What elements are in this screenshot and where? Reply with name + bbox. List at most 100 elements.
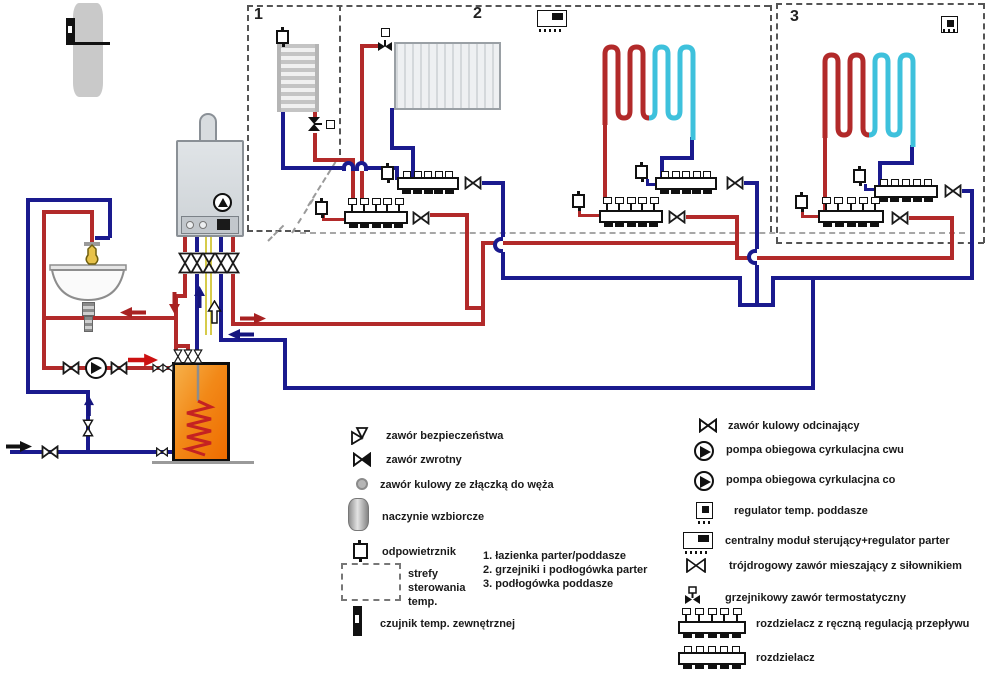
air-vent-icon — [381, 163, 394, 183]
hose-ball-valve-icon — [356, 478, 368, 490]
shutoff-valve-icon[interactable] — [226, 252, 240, 274]
legend-label: strefy sterowania temp. — [408, 568, 466, 608]
boiler-knob[interactable] — [186, 221, 194, 229]
thermostatic-head[interactable] — [326, 120, 335, 129]
sink-trap-lower — [84, 316, 93, 332]
pipe-zone3-feed — [909, 216, 950, 220]
outdoor-sensor-window — [68, 26, 72, 33]
pipe-towel-radiator — [313, 133, 317, 162]
pipe-segment — [186, 344, 190, 350]
pipe-panel-radiator — [360, 44, 364, 198]
boiler-display — [217, 219, 230, 230]
flow-arrow-right — [6, 441, 32, 452]
pipe-dhw-hot — [90, 210, 94, 242]
legend-label: zawór kulowy ze złączką do węża — [380, 479, 554, 491]
pipe-towel-radiator — [313, 108, 317, 118]
shutoff-valve-icon[interactable] — [891, 211, 909, 225]
manifold-zone1-supply — [344, 198, 408, 228]
shutoff-valve-icon[interactable] — [726, 176, 744, 190]
zone-break-mark — [291, 198, 315, 234]
manifold-zone3-supply — [818, 197, 884, 227]
zone12-border-right — [770, 5, 772, 232]
shutoff-valve-icon[interactable] — [110, 361, 128, 375]
pump-icon — [694, 441, 714, 461]
air-vent-icon — [315, 198, 328, 218]
pipe-zone3-coil-supply — [823, 136, 827, 211]
pipe-zone3-feed — [950, 216, 954, 260]
shutoff-valve-icon[interactable] — [668, 210, 686, 224]
module-terminals — [539, 29, 563, 32]
flow-arrow-up — [194, 286, 205, 308]
vent-stub — [864, 184, 867, 190]
pipe-return-header — [771, 276, 974, 280]
zone2-label: 2 — [473, 5, 482, 22]
thermostat-display — [702, 506, 709, 513]
circulation-pump-dhw[interactable] — [85, 357, 107, 379]
pipe-ch-supply — [481, 241, 485, 326]
pipe-ch-supply — [481, 241, 739, 245]
boiler-knob[interactable] — [199, 221, 207, 229]
tank-coil — [181, 365, 216, 457]
zone1-zone2-divider — [339, 5, 341, 155]
outdoor-sensor-window — [355, 615, 359, 623]
shutoff-valve-icon[interactable] — [182, 349, 194, 364]
pipe-dhw-cold — [195, 237, 199, 252]
three-way-valve-icon — [686, 558, 706, 573]
shutoff-valve-icon[interactable] — [81, 419, 95, 437]
zone3-border-bottom — [776, 242, 984, 244]
towel-radiator-rail — [277, 44, 281, 112]
pipe-towel-return — [281, 108, 285, 170]
room-thermostat-icon — [696, 502, 713, 519]
wall-section — [73, 3, 103, 97]
manifold-zone2-supply — [599, 197, 663, 227]
zone1-label: 1 — [254, 6, 263, 23]
thermostatic-head[interactable] — [381, 28, 390, 37]
thermostatic-valve-icon[interactable] — [376, 40, 394, 53]
shutoff-valve-icon[interactable] — [172, 349, 184, 364]
flow-arrow-right — [240, 313, 266, 324]
panel-radiator — [394, 42, 501, 110]
central-control-module[interactable] — [537, 10, 567, 27]
shutoff-valve-icon[interactable] — [214, 252, 228, 274]
shutoff-valve-icon[interactable] — [178, 252, 192, 274]
manifold-zone2-return — [655, 171, 717, 194]
pipe-ch-return — [283, 338, 287, 390]
zone1-border-bottom — [247, 230, 310, 232]
valve-icon[interactable] — [162, 363, 174, 373]
shutoff-valve-icon[interactable] — [944, 184, 962, 198]
temp-zone-dashed-box-icon — [341, 563, 401, 601]
shutoff-valve-icon[interactable] — [202, 252, 216, 274]
air-vent-icon — [353, 540, 368, 562]
pipe-zone1-feed — [465, 213, 469, 310]
pipe-segment — [174, 344, 190, 348]
towel-radiator-rail — [315, 44, 319, 112]
shutoff-valve-icon[interactable] — [190, 252, 204, 274]
shutoff-valve-icon[interactable] — [412, 211, 430, 225]
pipe-ch-supply — [231, 237, 235, 252]
pipe-ch-supply — [231, 322, 485, 326]
thermostatic-valve-icon[interactable] — [306, 115, 322, 133]
shutoff-valve-icon[interactable] — [192, 349, 204, 364]
boiler-logo-triangle — [218, 198, 228, 207]
floor-loop-zone2 — [602, 44, 696, 140]
pipe-towel-return — [281, 166, 343, 170]
zone-break-mark — [267, 224, 285, 242]
zone12-border-top — [247, 5, 770, 7]
valve-icon[interactable] — [155, 447, 169, 457]
legend-label: czujnik temp. zewnętrznej — [380, 618, 516, 630]
thermostat-terminals — [943, 29, 956, 32]
flow-arrow-left — [228, 329, 254, 340]
pipe-panel-return — [390, 108, 394, 150]
shutoff-valve-icon[interactable] — [62, 361, 80, 375]
pipe-zone2-return — [744, 181, 759, 185]
shutoff-valve-icon[interactable] — [40, 445, 60, 459]
pipe-main-return — [283, 386, 815, 390]
pipe-zone1-feed — [430, 213, 467, 217]
floor-dashed-line — [300, 232, 965, 234]
faucet[interactable] — [82, 240, 102, 268]
shutoff-valve-icon[interactable] — [464, 176, 482, 190]
attic-thermostat[interactable] — [941, 16, 958, 33]
flow-arrow-left — [120, 307, 146, 318]
pipe-zone1-return — [482, 181, 503, 185]
gas-arrow-up — [207, 300, 222, 324]
